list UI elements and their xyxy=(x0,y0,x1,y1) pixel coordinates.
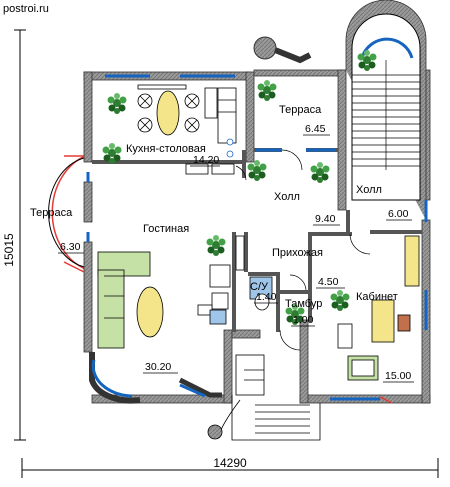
windows xyxy=(86,74,428,401)
label-hall-1: Холл xyxy=(274,191,300,203)
entrance-steps xyxy=(207,354,321,441)
label-kitchen: Кухня-столовая xyxy=(126,143,206,155)
column xyxy=(253,36,312,64)
terrace-left xyxy=(48,154,89,271)
area-study: 15.00 xyxy=(385,370,411,382)
area-hall-1: 9.40 xyxy=(315,213,336,225)
area-wc: 1.40 xyxy=(256,291,277,303)
label-terrace-left: Терраса xyxy=(30,207,73,219)
red-marks xyxy=(63,155,393,404)
study-furniture xyxy=(337,235,420,381)
area-vestibule: 1.00 xyxy=(293,314,314,326)
kitchen-fixtures xyxy=(137,84,237,175)
area-kitchen: 14.20 xyxy=(193,154,219,166)
label-living: Гостиная xyxy=(143,223,189,235)
label-hall-2: Холл xyxy=(356,184,382,196)
area-terrace-top: 6.45 xyxy=(305,123,326,135)
label-study: Кабинет xyxy=(356,291,398,303)
label-wc: С/У xyxy=(250,281,269,293)
area-living: 30.20 xyxy=(145,361,171,373)
dimension-lines xyxy=(14,29,439,478)
height-dimension: 15015 xyxy=(2,233,16,267)
width-dimension: 14290 xyxy=(213,456,247,470)
living-furniture xyxy=(97,235,245,349)
area-hallway: 4.50 xyxy=(318,276,339,288)
doors xyxy=(235,149,371,351)
label-hallway: Прихожая xyxy=(272,247,323,259)
area-hall-2: 6.00 xyxy=(388,208,409,220)
label-terrace-top: Терраса xyxy=(279,104,322,116)
area-terrace-left: 6.30 xyxy=(60,241,81,253)
label-vestibule: Тамбур xyxy=(285,298,322,310)
living-bay-window xyxy=(89,352,222,404)
watermark: postroi.ru xyxy=(3,3,49,15)
area-underlines xyxy=(58,134,414,383)
wc-fixtures xyxy=(249,276,273,311)
